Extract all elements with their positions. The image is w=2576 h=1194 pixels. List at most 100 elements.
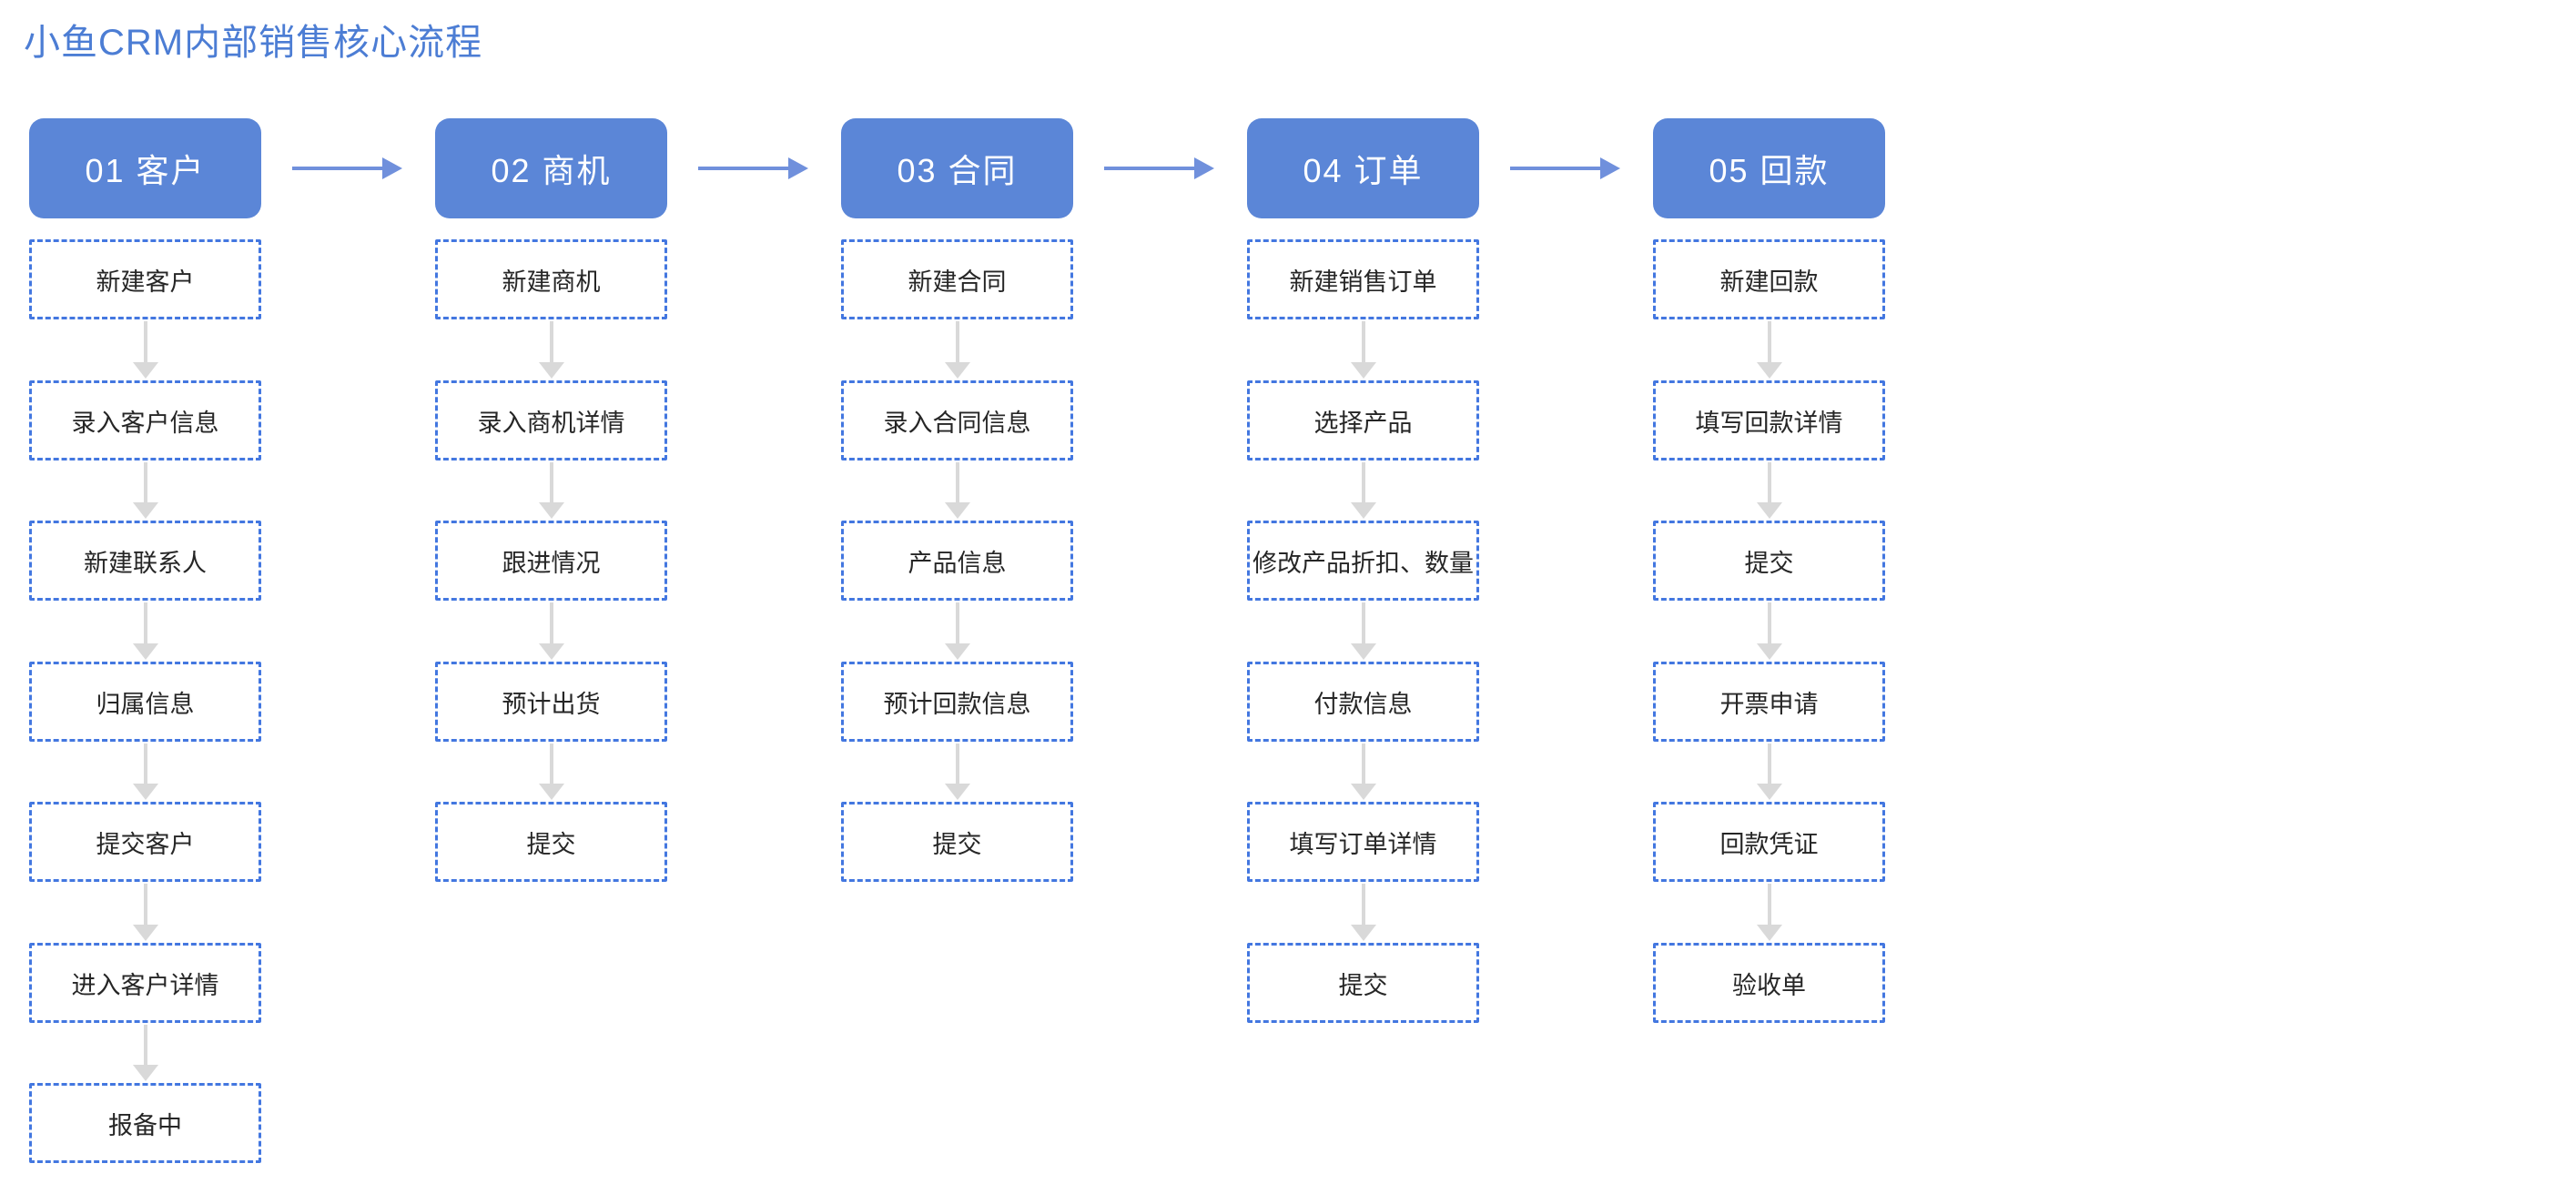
down-arrowhead-icon	[1756, 643, 1782, 660]
flow-arrow-down	[944, 462, 970, 519]
step-label: 提交	[932, 830, 982, 858]
step-label: 预计回款信息	[883, 690, 1031, 718]
down-arrowhead-icon	[1350, 784, 1376, 800]
down-arrowhead-icon	[538, 502, 564, 519]
down-arrowhead-icon	[1350, 362, 1376, 379]
flow-arrow-right	[698, 157, 808, 179]
step-label: 新建回款	[1719, 268, 1819, 296]
flow-arrow-line	[955, 462, 959, 504]
down-arrowhead-icon	[1756, 362, 1782, 379]
step-box-opportunity-2: 录入商机详情	[435, 380, 667, 460]
step-box-payment-6: 验收单	[1653, 943, 1885, 1023]
stage-header-label: 03 合同	[897, 152, 1018, 189]
flow-arrow-line	[698, 167, 790, 170]
flow-arrow-right	[292, 157, 402, 179]
down-arrowhead-icon	[1756, 784, 1782, 800]
flow-arrow-line	[143, 1025, 147, 1067]
down-arrowhead-icon	[1350, 643, 1376, 660]
flow-arrow-down	[944, 321, 970, 379]
flow-arrow-line	[143, 884, 147, 926]
flow-arrow-down	[1756, 884, 1782, 941]
flow-arrow-right	[1510, 157, 1620, 179]
step-box-opportunity-3: 跟进情况	[435, 521, 667, 601]
flow-arrow-down	[1756, 321, 1782, 379]
step-box-customer-7: 报备中	[29, 1083, 261, 1163]
flow-arrow-line	[1361, 744, 1365, 785]
flow-arrow-down	[1756, 602, 1782, 660]
flow-arrow-down	[538, 321, 564, 379]
step-label: 新建商机	[502, 268, 601, 296]
down-arrowhead-icon	[1350, 502, 1376, 519]
right-arrowhead-icon	[1194, 157, 1214, 179]
step-label: 填写订单详情	[1289, 830, 1437, 858]
flow-arrow-down	[1756, 462, 1782, 519]
flow-arrow-down	[538, 744, 564, 800]
step-label: 选择产品	[1313, 409, 1413, 437]
step-box-payment-5: 回款凭证	[1653, 802, 1885, 882]
down-arrowhead-icon	[538, 643, 564, 660]
stage-header-label: 04 订单	[1303, 152, 1424, 189]
step-box-customer-2: 录入客户信息	[29, 380, 261, 460]
step-label: 新建销售订单	[1289, 268, 1437, 296]
step-label: 归属信息	[96, 690, 195, 718]
step-box-order-2: 选择产品	[1247, 380, 1479, 460]
flow-arrow-line	[549, 321, 553, 364]
flow-arrow-line	[1767, 321, 1771, 364]
flow-arrow-line	[549, 602, 553, 645]
stage-header-label: 01 客户	[85, 152, 206, 189]
step-box-customer-3: 新建联系人	[29, 521, 261, 601]
down-arrowhead-icon	[538, 362, 564, 379]
page-title: 小鱼CRM内部销售核心流程	[24, 23, 483, 63]
step-label: 回款凭证	[1719, 830, 1819, 858]
step-box-contract-4: 预计回款信息	[841, 662, 1073, 742]
step-label: 提交	[1338, 971, 1388, 999]
stage-header-label: 02 商机	[491, 152, 612, 189]
step-box-order-1: 新建销售订单	[1247, 239, 1479, 319]
down-arrowhead-icon	[538, 784, 564, 800]
down-arrowhead-icon	[132, 925, 158, 941]
flow-arrow-down	[132, 744, 158, 800]
flow-arrow-line	[143, 744, 147, 785]
flow-arrow-down	[538, 602, 564, 660]
flow-arrow-down	[132, 321, 158, 379]
step-box-payment-4: 开票申请	[1653, 662, 1885, 742]
step-box-contract-3: 产品信息	[841, 521, 1073, 601]
right-arrowhead-icon	[788, 157, 808, 179]
down-arrowhead-icon	[944, 362, 970, 379]
flow-arrow-down	[1350, 744, 1376, 800]
step-box-contract-2: 录入合同信息	[841, 380, 1073, 460]
right-arrowhead-icon	[382, 157, 402, 179]
flow-arrow-line	[955, 602, 959, 645]
step-label: 新建合同	[908, 268, 1007, 296]
step-box-opportunity-4: 预计出货	[435, 662, 667, 742]
flow-arrow-down	[132, 462, 158, 519]
flow-arrow-line	[143, 462, 147, 504]
flow-arrow-line	[1767, 462, 1771, 504]
flow-arrow-line	[1361, 602, 1365, 645]
step-box-payment-1: 新建回款	[1653, 239, 1885, 319]
flow-arrow-down	[538, 462, 564, 519]
stage-header-customer: 01 客户	[29, 118, 261, 218]
flow-arrow-line	[1767, 602, 1771, 645]
flow-arrow-line	[1361, 321, 1365, 364]
flow-arrow-down	[944, 602, 970, 660]
stage-header-opportunity: 02 商机	[435, 118, 667, 218]
step-label: 提交	[1744, 549, 1794, 577]
step-box-order-5: 填写订单详情	[1247, 802, 1479, 882]
step-label: 产品信息	[908, 549, 1007, 577]
flow-arrow-down	[132, 602, 158, 660]
down-arrowhead-icon	[132, 1065, 158, 1081]
down-arrowhead-icon	[944, 784, 970, 800]
flow-arrow-line	[1361, 884, 1365, 926]
flow-arrow-line	[1361, 462, 1365, 504]
step-label: 报备中	[108, 1111, 182, 1139]
step-label: 新建联系人	[84, 549, 207, 577]
step-box-customer-1: 新建客户	[29, 239, 261, 319]
step-label: 预计出货	[502, 690, 601, 718]
flow-arrow-line	[1767, 884, 1771, 926]
step-box-order-3: 修改产品折扣、数量	[1247, 521, 1479, 601]
down-arrowhead-icon	[1350, 925, 1376, 941]
step-box-contract-5: 提交	[841, 802, 1073, 882]
step-label: 修改产品折扣、数量	[1253, 549, 1474, 577]
